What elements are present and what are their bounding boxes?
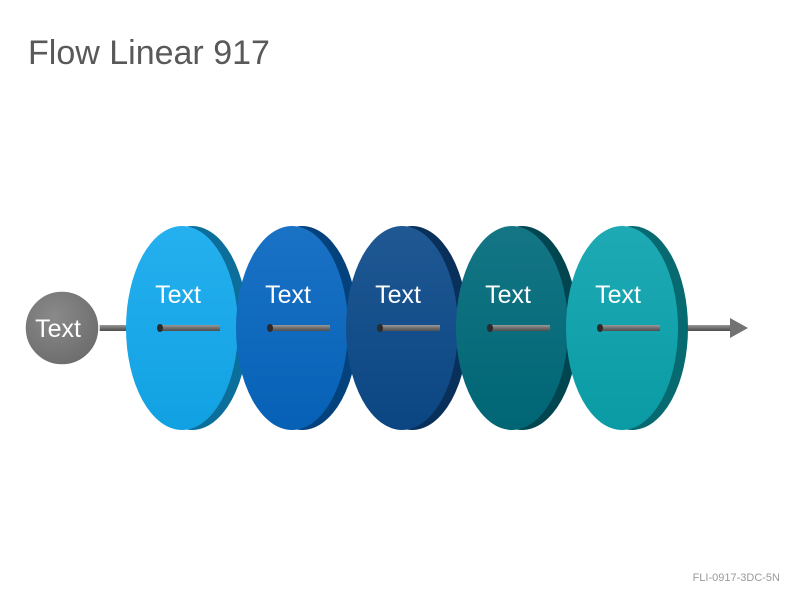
start-node: Text	[24, 290, 100, 366]
start-node-circle	[24, 290, 100, 366]
disc-4-hole	[487, 324, 493, 332]
disc-3-axle	[380, 325, 440, 331]
disc-sequence: Text Text Text Text Text	[126, 226, 688, 430]
disc-5-hole	[597, 324, 603, 332]
disc-1-label: Text	[155, 281, 201, 309]
disc-4-label: Text	[485, 281, 531, 309]
disc-2-label: Text	[265, 281, 311, 309]
disc-5-axle	[600, 325, 660, 331]
page-title: Flow Linear 917	[28, 34, 270, 72]
disc-2: Text	[236, 226, 358, 430]
disc-5-label: Text	[595, 281, 641, 309]
disc-1: Text	[126, 226, 248, 430]
disc-2-axle	[270, 325, 330, 331]
diagram-code: FLI-0917-3DC-5N	[692, 572, 780, 584]
disc-4: Text	[456, 226, 578, 430]
disc-3: Text	[346, 226, 468, 430]
disc-3-label: Text	[375, 281, 421, 309]
disc-3-hole	[377, 324, 383, 332]
disc-5: Text	[566, 226, 688, 430]
disc-2-hole	[267, 324, 273, 332]
disc-4-axle	[490, 325, 550, 331]
flow-arrow-head	[730, 318, 748, 338]
disc-1-hole	[157, 324, 163, 332]
disc-1-axle	[160, 325, 220, 331]
start-node-label: Text	[35, 315, 81, 343]
